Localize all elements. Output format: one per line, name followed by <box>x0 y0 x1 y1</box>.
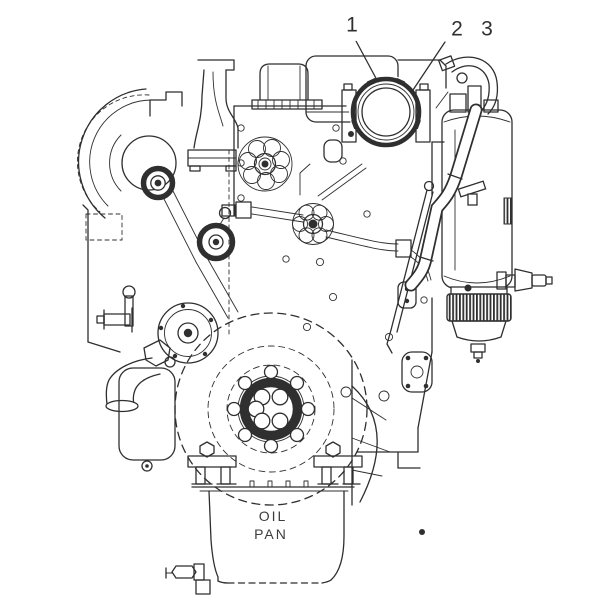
fuel-filter <box>446 284 512 363</box>
engine-mounts <box>187 441 363 492</box>
side-cover-plate <box>118 367 176 472</box>
callout-1: 1 <box>334 6 370 42</box>
engine-block-face <box>228 105 445 469</box>
primer-lever <box>96 285 136 333</box>
oil-pan-label-line2: PAN <box>254 526 288 542</box>
leader-line-1 <box>355 40 379 83</box>
tensioner-pulley <box>196 206 236 262</box>
callout-2-label: 2 <box>451 18 463 41</box>
flywheel-guard <box>340 359 425 535</box>
exhaust-elbow <box>187 59 239 172</box>
callout-1-label: 1 <box>346 14 358 37</box>
callout-3: 3 <box>471 12 503 44</box>
callout-3-label: 3 <box>481 18 493 41</box>
leader-line-2 <box>412 41 446 91</box>
filter-housing-canister <box>404 55 513 292</box>
gear-rosette-lower <box>292 203 334 245</box>
bolt-holes <box>237 124 428 342</box>
oil-pan-label-line1: OIL <box>259 508 288 524</box>
dipstick-tube <box>386 180 435 354</box>
callouts: 1 2 3 <box>334 6 503 91</box>
idler-pulley <box>140 165 176 201</box>
breather-cap <box>251 63 323 110</box>
oil-pan: OIL PAN <box>165 490 345 595</box>
callout-2: 2 <box>441 12 473 44</box>
seal-ring <box>341 75 431 149</box>
fan-drive-housing <box>77 88 183 353</box>
gear-rosette-upper <box>237 136 293 192</box>
flywheel <box>174 312 368 506</box>
petcock-valve <box>457 180 487 206</box>
coolant-elbow-hose <box>105 339 171 413</box>
inline-sensor-fitting <box>496 268 553 292</box>
diagonal-hose <box>404 103 483 292</box>
drain-plug <box>165 563 211 595</box>
engine-illustration: OIL PAN <box>77 55 553 595</box>
